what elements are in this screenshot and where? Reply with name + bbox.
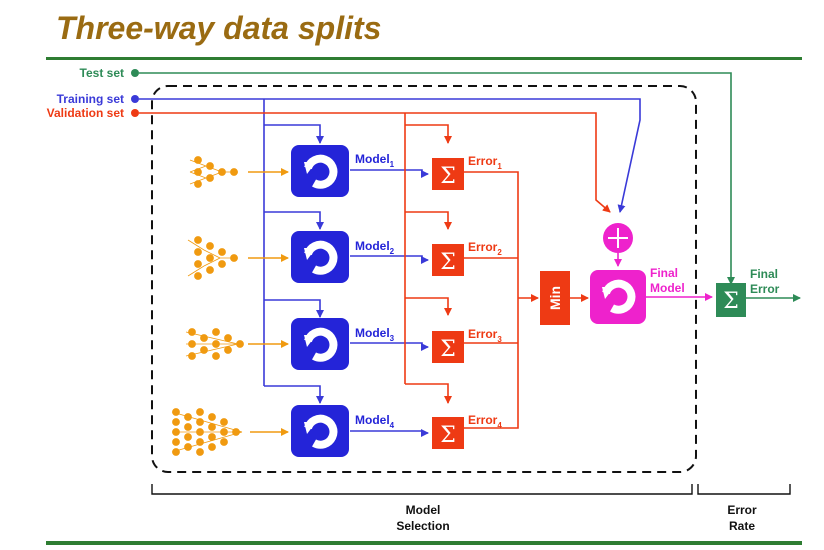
error-sum-box-4: Σ bbox=[432, 417, 464, 449]
model-selection-label-1: Model bbox=[406, 503, 441, 517]
sigma-icon: Σ bbox=[440, 423, 456, 448]
final-error-label-2: Error bbox=[750, 282, 780, 296]
validation-set-label: Validation set bbox=[47, 106, 124, 120]
model-box-1 bbox=[291, 145, 349, 197]
error-sum-box-2: Σ bbox=[432, 244, 464, 276]
model-box-2 bbox=[291, 231, 349, 283]
model-label-3: Model3 bbox=[355, 326, 395, 343]
test-set-label: Test set bbox=[80, 66, 124, 80]
neural-network-3 bbox=[185, 328, 244, 360]
training-set-paths bbox=[139, 98, 641, 437]
test-set-node bbox=[131, 69, 139, 77]
error-sum-box-1: Σ bbox=[432, 158, 464, 190]
model-selection-frame bbox=[151, 85, 697, 473]
final-model-box bbox=[590, 270, 646, 324]
error-label-2: Error2 bbox=[468, 240, 502, 257]
final-error-label-1: Final bbox=[750, 267, 778, 281]
error-label-4: Error4 bbox=[468, 413, 502, 430]
error-rate-label-2: Rate bbox=[729, 519, 755, 533]
model-label-2: Model2 bbox=[355, 239, 395, 256]
error-rate-label-1: Error bbox=[727, 503, 757, 517]
sigma-icon: Σ bbox=[440, 250, 456, 275]
final-sum-box: Σ bbox=[716, 283, 746, 317]
sigma-icon: Σ bbox=[440, 164, 456, 189]
error-sum-box-3: Σ bbox=[432, 331, 464, 363]
test-set-path bbox=[139, 72, 735, 285]
error-rate-bracket bbox=[697, 484, 791, 495]
neural-network-1 bbox=[189, 156, 238, 188]
min-label: Min bbox=[547, 286, 563, 310]
neural-network-4 bbox=[171, 408, 243, 456]
min-box: Min bbox=[540, 271, 570, 325]
model-box-3 bbox=[291, 318, 349, 370]
model-label-1: Model1 bbox=[355, 152, 395, 169]
validation-set-paths bbox=[139, 112, 611, 429]
final-model-label-1: Final bbox=[650, 266, 678, 280]
training-set-label: Training set bbox=[57, 92, 124, 106]
final-model-label-2: Model bbox=[650, 281, 685, 295]
neural-network-2 bbox=[187, 236, 238, 280]
model-box-4 bbox=[291, 405, 349, 457]
slide-title: Three-way data splits bbox=[56, 10, 382, 46]
sigma-icon: Σ bbox=[723, 289, 739, 314]
model-selection-label-2: Selection bbox=[396, 519, 449, 533]
model-label-4: Model4 bbox=[355, 413, 395, 430]
top-rule bbox=[46, 57, 802, 60]
model-selection-bracket bbox=[151, 484, 693, 495]
sigma-icon: Σ bbox=[440, 337, 456, 362]
error-label-3: Error3 bbox=[468, 327, 502, 344]
plus-combiner bbox=[603, 223, 633, 267]
network-arrows bbox=[248, 168, 289, 436]
validation-set-node bbox=[131, 109, 139, 117]
training-set-node bbox=[131, 95, 139, 103]
error-label-1: Error1 bbox=[468, 154, 502, 171]
bottom-rule bbox=[46, 541, 802, 545]
